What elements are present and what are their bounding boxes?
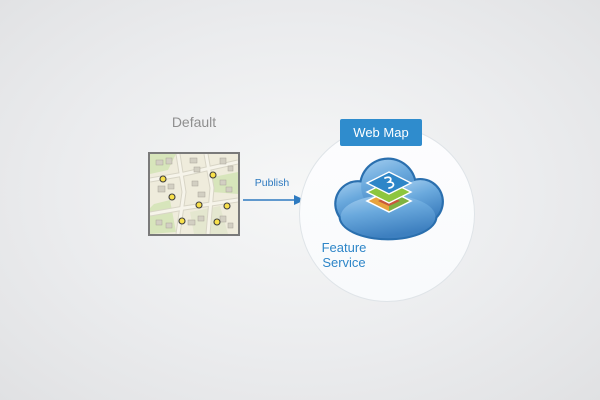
feature-service-line2: Service — [322, 255, 366, 270]
map-thumbnail — [148, 152, 240, 236]
map-buildings — [155, 157, 234, 229]
publish-label: Publish — [254, 177, 290, 189]
source-map-title: Default — [171, 114, 217, 130]
blue-layer-icon — [365, 171, 413, 195]
layers-stack-icon — [365, 171, 413, 213]
map-thumbnail-icon — [150, 154, 238, 234]
map-markers — [159, 171, 231, 226]
web-map-badge: Web Map — [340, 119, 422, 146]
feature-service-line1: Feature — [321, 240, 367, 255]
feature-service-label: Feature Service — [300, 240, 388, 270]
publish-arrow-icon — [243, 195, 305, 205]
